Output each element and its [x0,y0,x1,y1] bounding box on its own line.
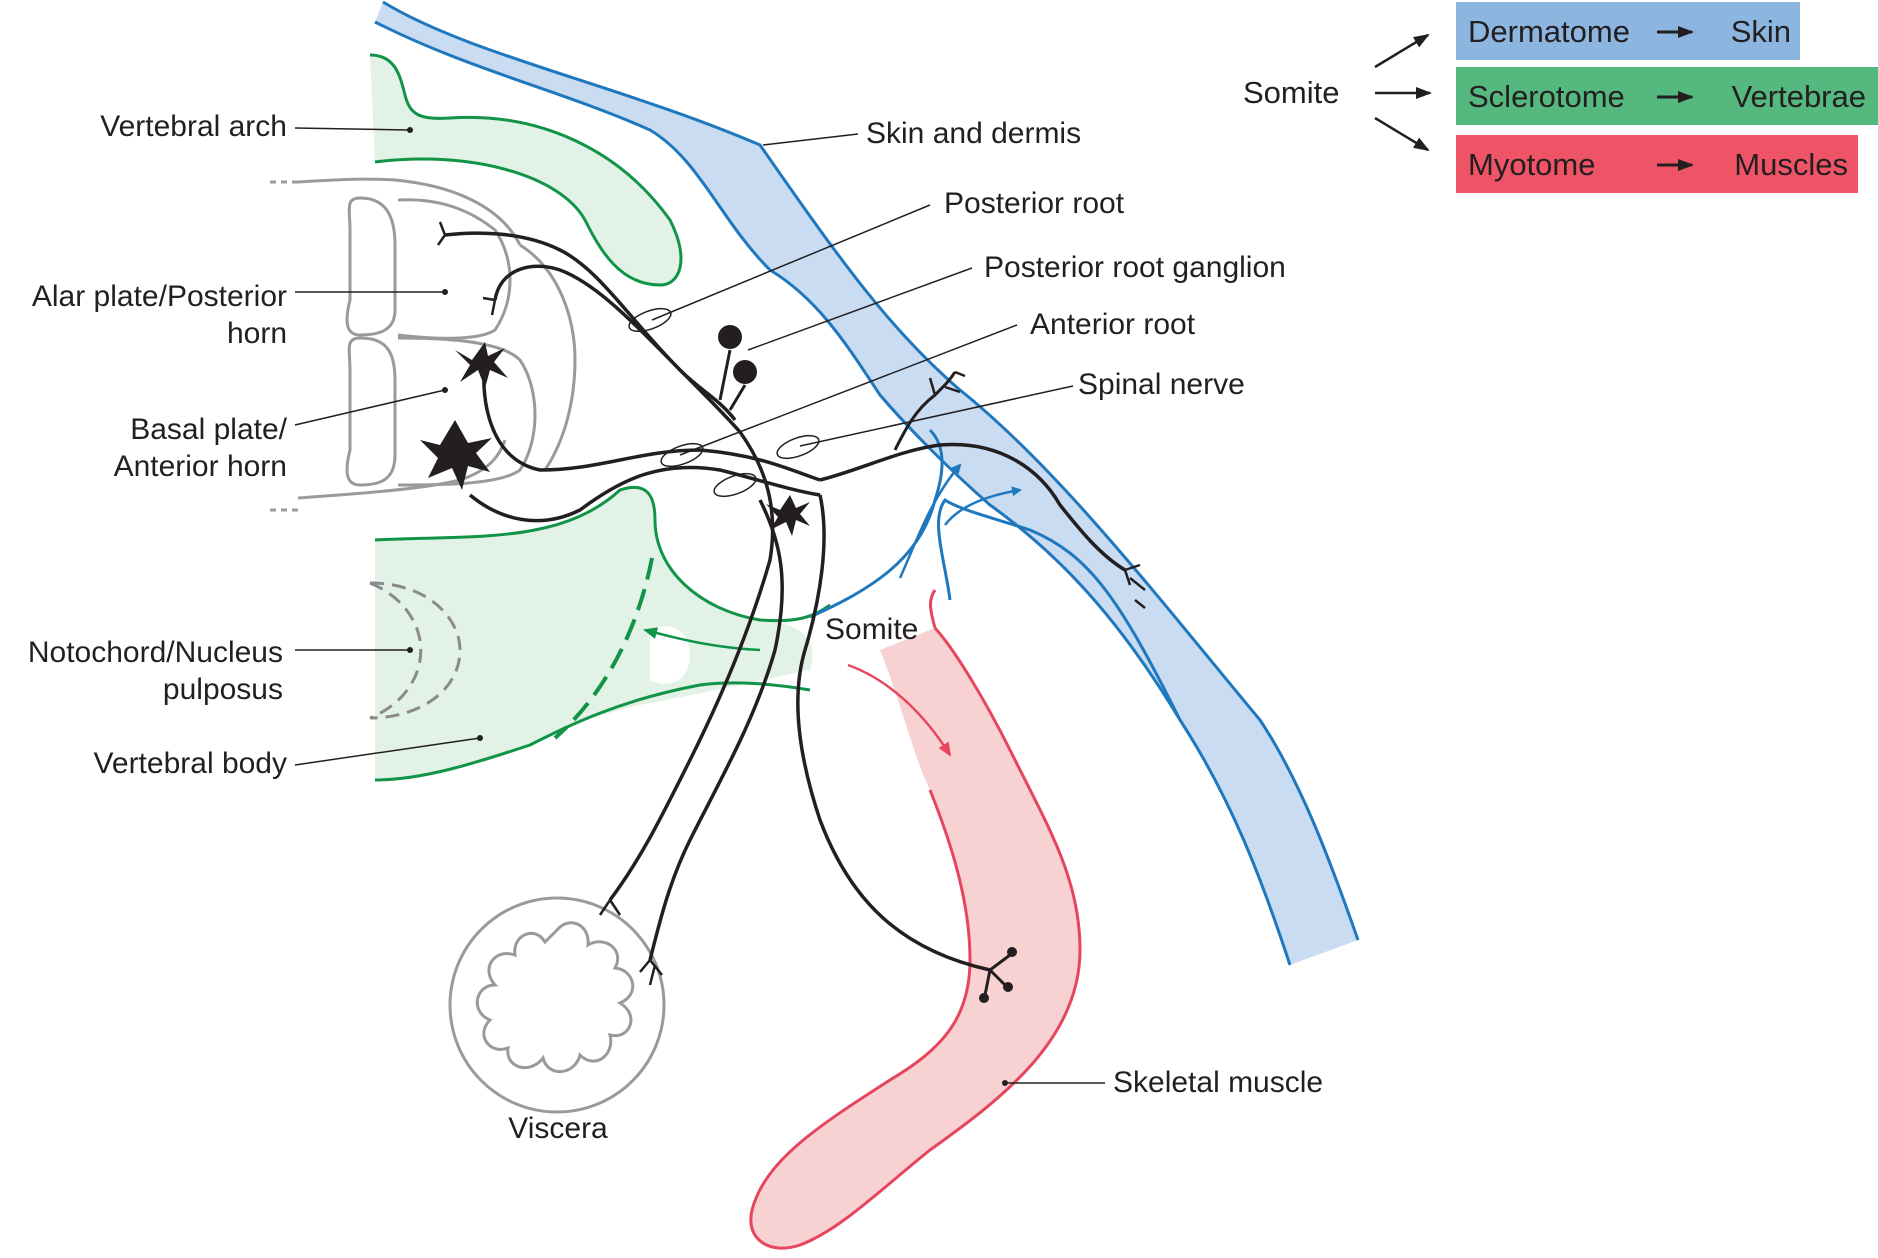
basal-plate-outline [345,336,397,487]
ganglion-stalk-upper [718,349,732,401]
legend-row-dermatome-target: Skin [1731,14,1791,49]
label-vertebral-body: Vertebral body [94,747,287,780]
dermatome-migration-arrow-1 [898,463,962,579]
leader-lines [294,127,1105,1084]
anterior-root-marker [660,442,704,468]
myotome-migration-arrow [847,663,952,757]
leader-vertebral-arch [294,127,411,131]
vertebral-body-upper-outline [374,485,831,623]
skin-outer-edge [382,0,1360,941]
leader-dot-notochord [407,647,413,653]
ganglion-cell-upper [718,325,742,349]
label-basal-plate-1: Basal plate/ [130,413,287,446]
leader-anterior-root [679,324,1018,456]
ganglion-stalk-lower [728,384,747,411]
somite-blue-outline [809,428,1182,721]
alar-plate-outline [345,196,397,337]
legend-row-sclerotome-layer: Sclerotome [1468,79,1625,114]
legend-row-dermatome-layer: Dermatome [1468,14,1630,49]
spinal-nerve-marker [776,434,820,460]
vertebral-body-lower-outline [374,681,811,782]
skin-dermis-band [375,2,1358,965]
notochord-outline-arc [369,581,462,720]
label-alar-plate-2: horn [227,317,287,350]
ventral-nerve-to-muscle [796,494,991,972]
legend-row-dermatome-box [1456,2,1800,60]
leader-skin-dermis [762,133,859,146]
label-notochord-1: Notochord/Nucleus [28,636,283,669]
motor-end-plates [983,953,1011,996]
vertebral-body-dashed-edge [553,557,654,740]
skeletal-muscle-shape [750,628,1080,1249]
leader-posterior-root [651,204,931,321]
ventral-nerve-to-viscera-b [648,499,784,961]
basal-plate-outer [397,336,537,487]
leader-vertebral-body [294,737,481,766]
skin-inner-edge [374,20,1292,966]
vertebral-body-shape [375,487,813,780]
spinal-cord-lower-edge [297,439,507,500]
notochord-outline [369,581,423,720]
label-posterior-root: Posterior root [944,187,1125,220]
end-plate-1 [1007,947,1017,957]
leader-dot-body [477,735,483,741]
leader-spinal-nerve [799,385,1074,447]
dermatome-migration-arrow-2 [944,486,1022,526]
skeletal-muscle-outline [749,626,1082,1250]
end-plate-3 [979,993,989,1003]
spinal-cord-upper-edge [297,177,522,246]
end-plate-2 [1003,982,1013,992]
anterior-root-nerve-a [482,359,821,482]
legend-row-myotome-target: Muscles [1734,147,1848,182]
anterior-root-marker-2 [713,472,757,498]
legend-arrow-up [1374,33,1430,69]
sclerotome-migration-arrow [643,627,761,652]
label-spinal-nerve: Spinal nerve [1078,368,1245,401]
label-viscera: Viscera [508,1112,608,1145]
dorsal-branch-terminals [928,370,966,396]
legend: Somite Dermatome Skin Sclerotome Vertebr… [1243,2,1878,193]
posterior-root-marker [628,307,672,333]
posterior-root-nerve-a [444,231,737,422]
ventral-nerve-to-viscera-a [608,430,775,902]
viscera-lumen [475,921,635,1074]
legend-row-sclerotome-target: Vertebrae [1732,79,1866,114]
anterior-root-nerve-b [468,465,821,523]
skin-nerve-terminals [1123,563,1146,609]
leader-dot-basal [442,387,448,393]
label-notochord-2: pulposus [163,673,283,706]
leader-dot-muscle [1002,1080,1008,1086]
spinal-cord-right-edge [519,243,577,471]
label-anterior-root: Anterior root [1030,308,1196,341]
alar-plate-outer [397,198,512,340]
leader-posterior-root-ganglion [747,267,973,351]
leader-basal-plate [294,389,446,426]
anterior-horn-neuron [420,420,492,490]
vertebral-arch-shape [370,55,681,285]
dendrite-tufts [436,221,497,316]
posterior-horn-neuron [455,342,508,388]
vertebral-arch-outline [369,53,683,287]
legend-row-myotome-layer: Myotome [1468,147,1595,182]
legend-arrow-down [1374,116,1430,152]
label-alar-plate-1: Alar plate/Posterior [32,280,287,313]
leader-dot-alar [442,289,448,295]
label-somite-center: Somite [825,613,918,646]
visceral-nerve-terminals [598,899,663,986]
label-posterior-root-ganglion: Posterior root ganglion [984,251,1286,284]
somite-red-edge [929,589,937,629]
label-skeletal-muscle: Skeletal muscle [1113,1066,1323,1099]
label-skin-and-dermis: Skin and dermis [866,117,1081,150]
somite-white-cutout [650,626,690,684]
spinal-nerve-dorsal-branch [893,371,957,451]
label-vertebral-arch: Vertebral arch [100,110,287,143]
label-basal-plate-2: Anterior horn [114,450,287,483]
ganglion-cell-lower [733,360,757,384]
leader-dot-arch [407,127,413,133]
legend-source-label: Somite [1243,75,1339,110]
posterior-root-nerve-b [493,264,742,434]
sympathetic-neuron [766,495,810,536]
spinal-nerve-trunk [819,442,1126,572]
